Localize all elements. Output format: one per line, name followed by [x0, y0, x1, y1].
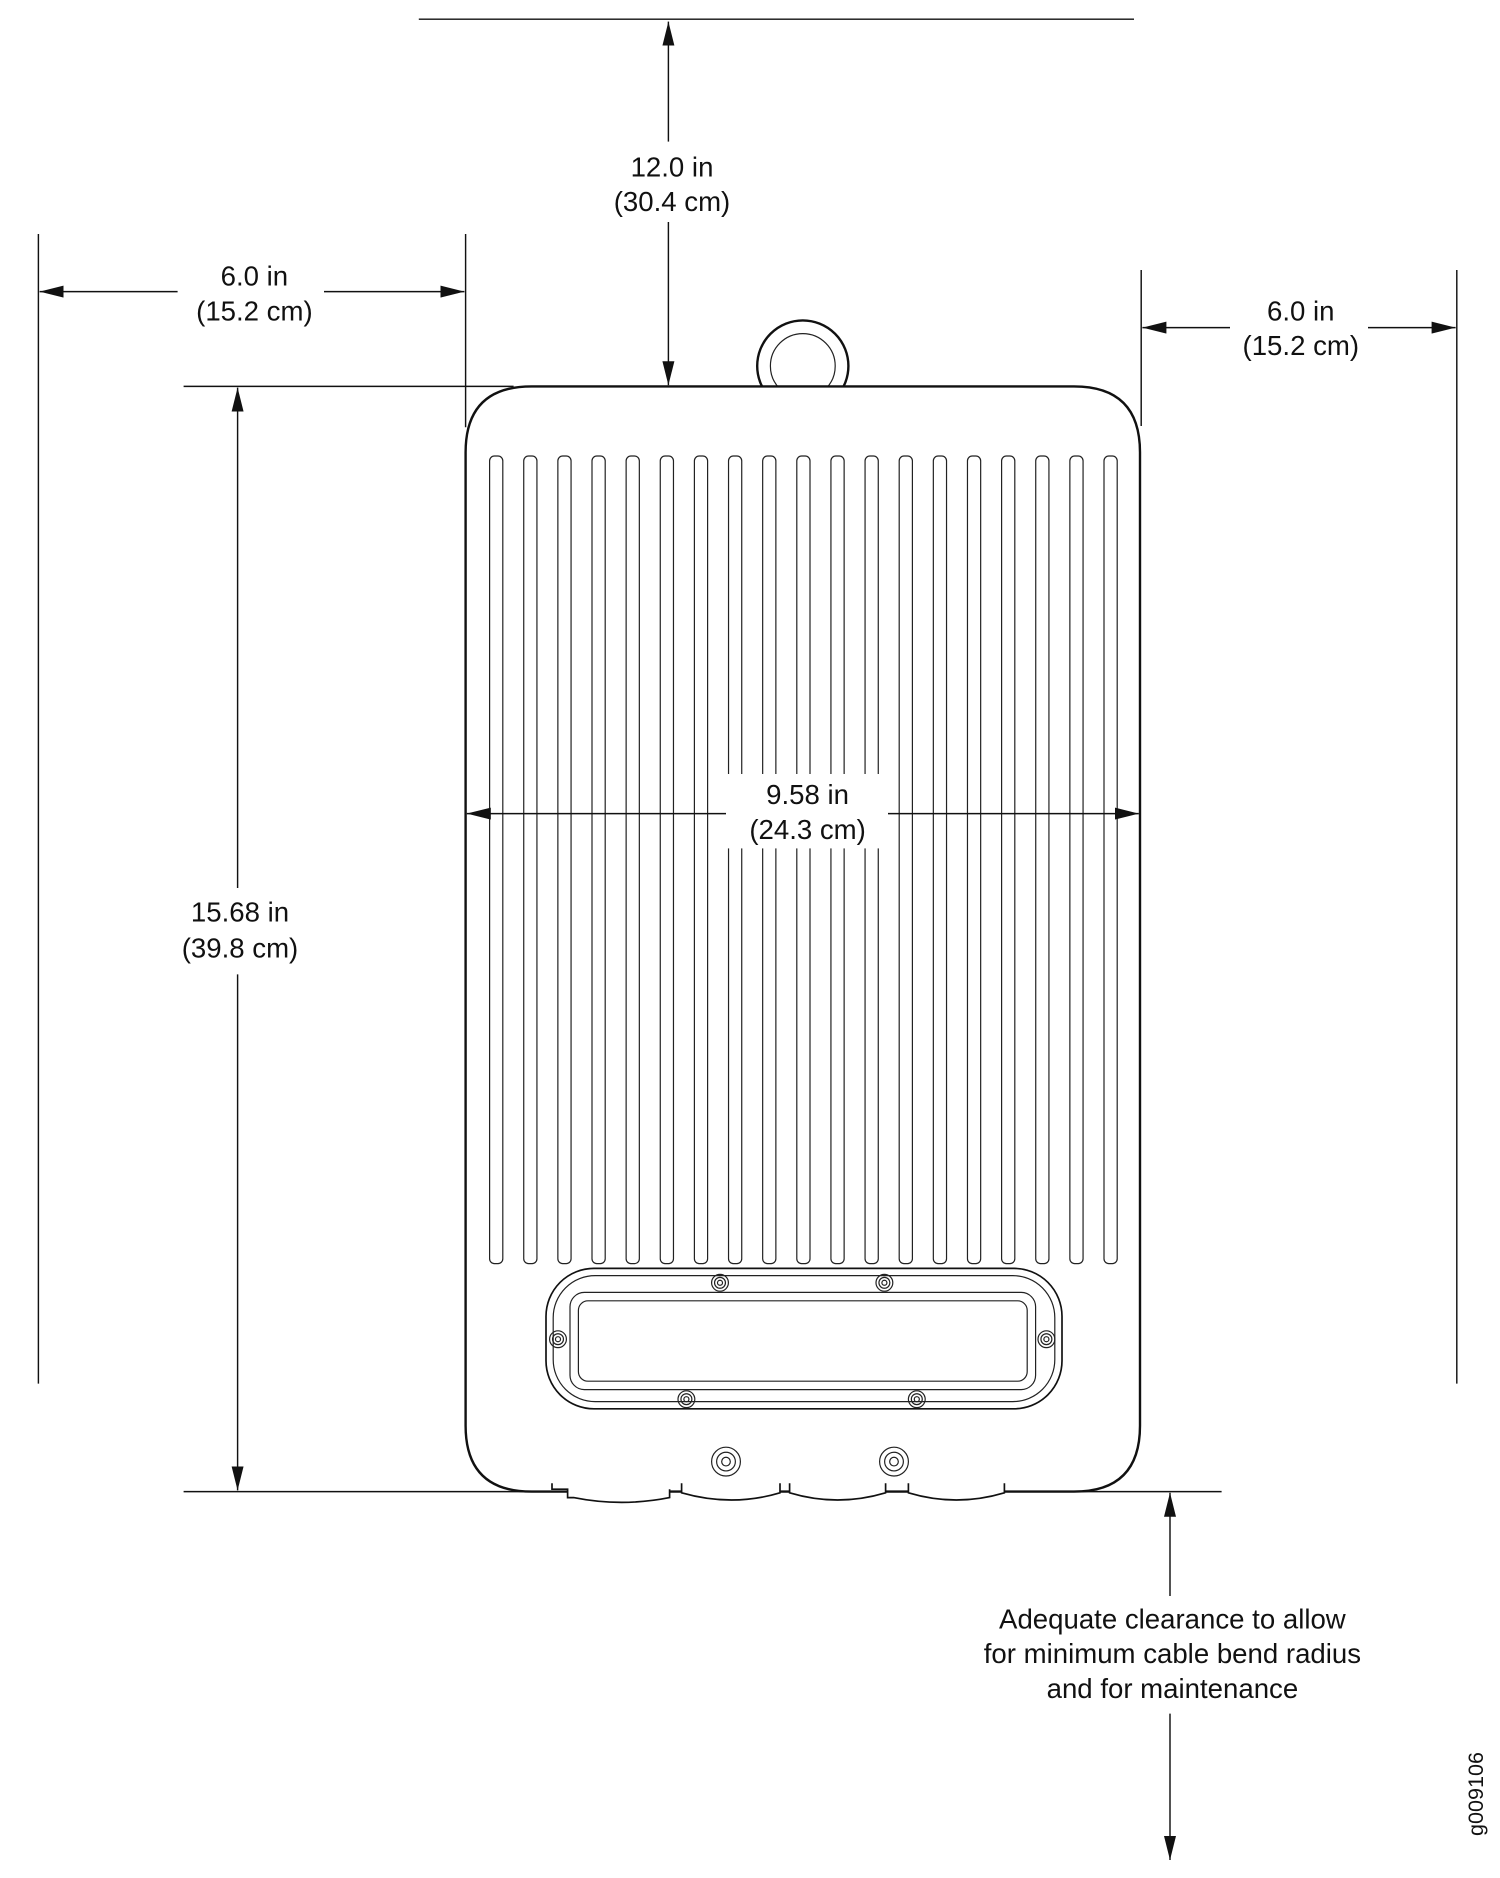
cooling-fin	[864, 455, 879, 1265]
width-dimension: 9.58 in (24.3 cm)	[466, 774, 1139, 849]
cooling-fin	[693, 455, 709, 1265]
cooling-fin	[932, 455, 948, 1265]
bottom-connectors	[551, 1483, 1006, 1504]
bottom-note-line-2: for minimum cable bend radius	[984, 1638, 1361, 1669]
height-dimension: 15.68 in (39.8 cm)	[182, 385, 540, 1493]
left-clearance-imperial: 6.0 in	[221, 261, 289, 292]
right-clearance-imperial: 6.0 in	[1267, 295, 1335, 326]
cooling-fin	[727, 455, 743, 1265]
top-clearance-dimension: 12.0 in (30.4 cm)	[418, 18, 1134, 386]
screw-icon	[907, 1390, 926, 1409]
bottom-note-line-1: Adequate clearance to allow	[999, 1603, 1346, 1634]
width-metric: (24.3 cm)	[749, 814, 866, 845]
cooling-fin	[966, 455, 982, 1265]
cooling-fin	[898, 455, 913, 1265]
cooling-fins	[489, 455, 1118, 1265]
right-clearance-dimension: 6.0 in (15.2 cm)	[1140, 270, 1458, 1384]
left-clearance-dimension: 6.0 in (15.2 cm)	[37, 234, 467, 1384]
cooling-fin	[591, 455, 606, 1265]
screw-icon	[1037, 1330, 1056, 1349]
left-clearance-metric: (15.2 cm)	[196, 295, 313, 326]
cooling-fin	[762, 455, 777, 1265]
cooling-fin	[1103, 455, 1118, 1265]
cooling-fin	[1069, 455, 1084, 1265]
bottom-note-line-3: and for maintenance	[1047, 1673, 1299, 1704]
right-clearance-metric: (15.2 cm)	[1243, 330, 1360, 361]
cooling-fin	[489, 455, 504, 1265]
cooling-fin	[1035, 455, 1050, 1265]
screw-icon	[875, 1273, 894, 1292]
figure-id: g009106	[1463, 1752, 1488, 1836]
top-clearance-metric: (30.4 cm)	[614, 186, 731, 217]
height-metric: (39.8 cm)	[182, 933, 299, 964]
screw-icon	[711, 1446, 741, 1477]
screw-icon	[677, 1390, 696, 1409]
cooling-fin	[830, 455, 845, 1265]
screw-icon	[711, 1273, 729, 1292]
height-imperial: 15.68 in	[191, 897, 289, 928]
width-imperial: 9.58 in	[766, 779, 849, 810]
cooling-fin	[557, 455, 572, 1265]
bottom-clearance: Adequate clearance to allow for minimum …	[984, 1490, 1361, 1860]
screw-icon	[549, 1330, 567, 1349]
cooling-fin	[1001, 455, 1016, 1265]
cooling-fin	[659, 455, 675, 1265]
cooling-fin	[523, 455, 538, 1265]
top-clearance-imperial: 12.0 in	[631, 151, 714, 182]
panel-screws	[549, 1273, 1056, 1477]
screw-icon	[879, 1446, 909, 1477]
device	[464, 319, 1142, 1504]
cooling-fin	[796, 455, 811, 1265]
cover-panel	[545, 1267, 1063, 1410]
cooling-fin	[625, 455, 640, 1265]
